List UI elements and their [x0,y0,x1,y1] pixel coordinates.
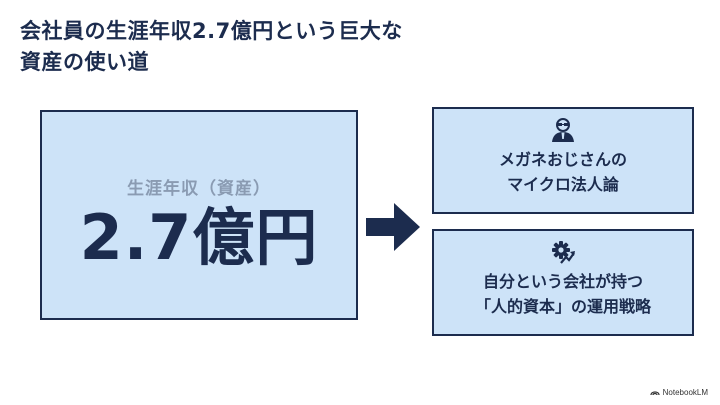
slide-title-line-2: 資産の使い道 [20,50,149,74]
slide-title: 会社員の生涯年収2.7億円という巨大な 資産の使い道 [20,16,640,78]
notebooklm-watermark: NotebookLM [650,388,708,397]
lifetime-income-box: 生涯年収（資産） 2.7億円 [40,110,358,320]
man-with-glasses-icon [552,118,574,142]
right-arrow-icon [366,203,420,251]
micro-corporation-line-1: メガネおじさんの [498,150,627,169]
notebooklm-brand-text: NotebookLM [662,388,708,397]
human-capital-line-2: 「人的資本」の運用戦略 [474,297,651,316]
lifetime-income-value: 2.7億円 [79,201,319,274]
micro-corporation-line-2: マイクロ法人論 [507,175,619,194]
lifetime-income-label: 生涯年収（資産） [127,179,271,199]
human-capital-line-1: 自分という会社が持つ [482,272,643,291]
micro-corporation-card: メガネおじさんの マイクロ法人論 [432,107,694,214]
micro-corporation-text: メガネおじさんの マイクロ法人論 [434,147,692,197]
human-capital-text: 自分という会社が持つ 「人的資本」の運用戦略 [434,269,692,319]
human-capital-card: 自分という会社が持つ 「人的資本」の運用戦略 [432,229,694,336]
gear-growth-icon [552,241,575,264]
notebooklm-logo-icon [650,391,660,396]
slide-title-line-1: 会社員の生涯年収2.7億円という巨大な [20,19,403,43]
